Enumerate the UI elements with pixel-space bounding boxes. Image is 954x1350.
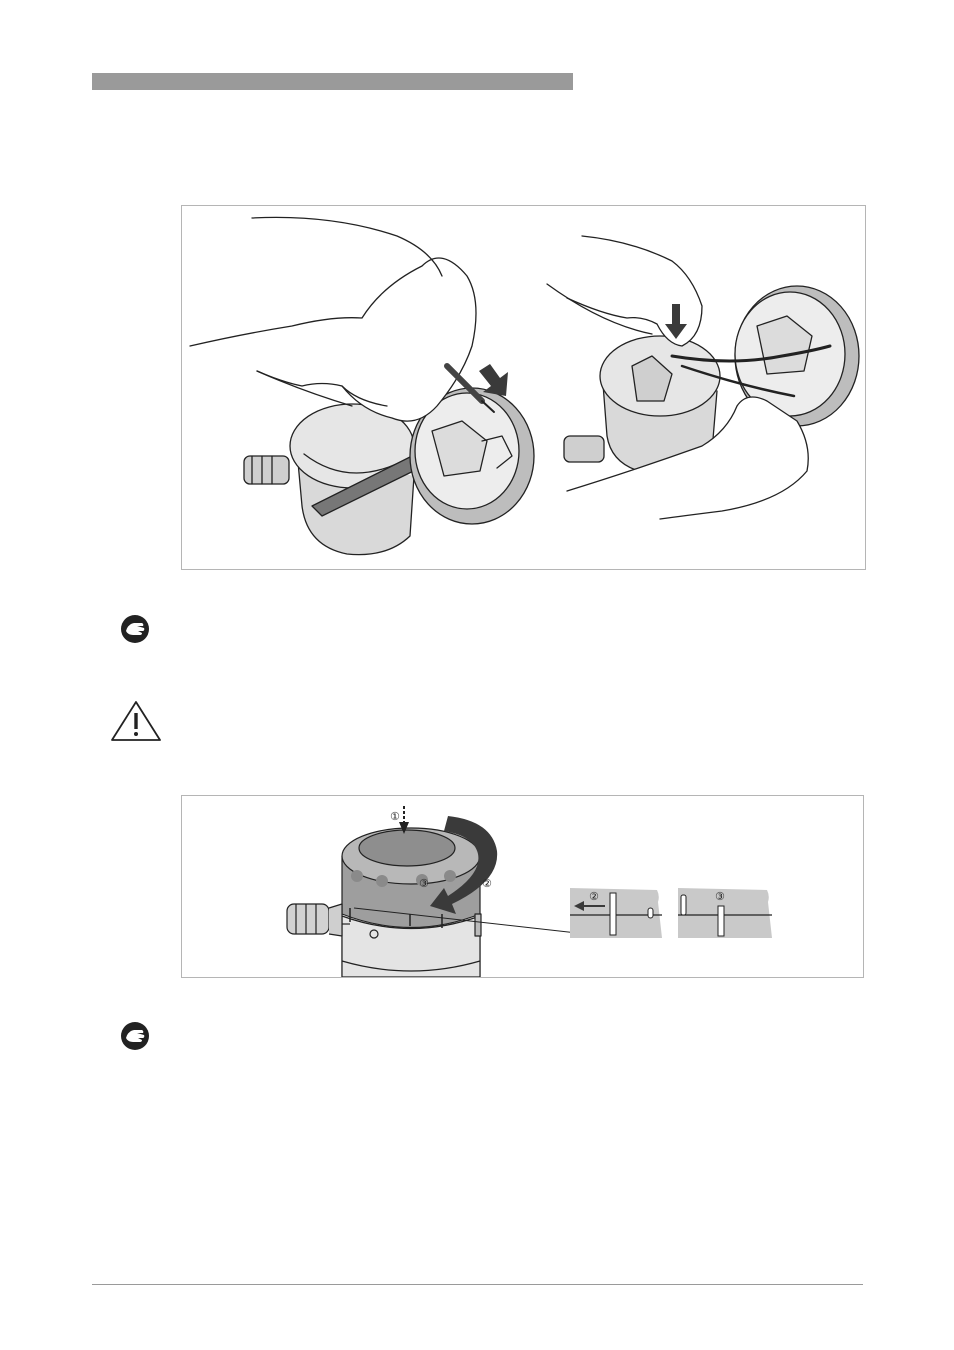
figure-open-housing-illustration xyxy=(182,206,865,569)
footer-rule xyxy=(92,1284,863,1285)
callout-3: ③ xyxy=(419,877,429,890)
hand-icon xyxy=(120,614,150,644)
hand-left xyxy=(190,258,476,421)
lid-window xyxy=(359,830,455,866)
warning-triangle-icon xyxy=(110,700,162,742)
figure-close-housing-illustration: ① ② ③ ② ③ xyxy=(182,796,863,977)
hand-icon xyxy=(120,1021,150,1051)
cable-gland xyxy=(287,904,329,934)
detail-b-marker: ③ xyxy=(715,890,725,903)
detail-a-marker: ② xyxy=(589,890,599,903)
callout-2: ② xyxy=(482,877,492,890)
header-bar xyxy=(92,73,573,90)
figure-open-housing xyxy=(181,205,866,570)
detail-a: ② xyxy=(570,888,662,938)
cable-gland-left xyxy=(244,456,289,484)
callout-1: ① xyxy=(390,810,400,823)
cable-gland-right xyxy=(564,436,604,462)
detail-b: ③ xyxy=(678,888,772,938)
figure-close-housing: ① ② ③ ② ③ xyxy=(181,795,864,978)
